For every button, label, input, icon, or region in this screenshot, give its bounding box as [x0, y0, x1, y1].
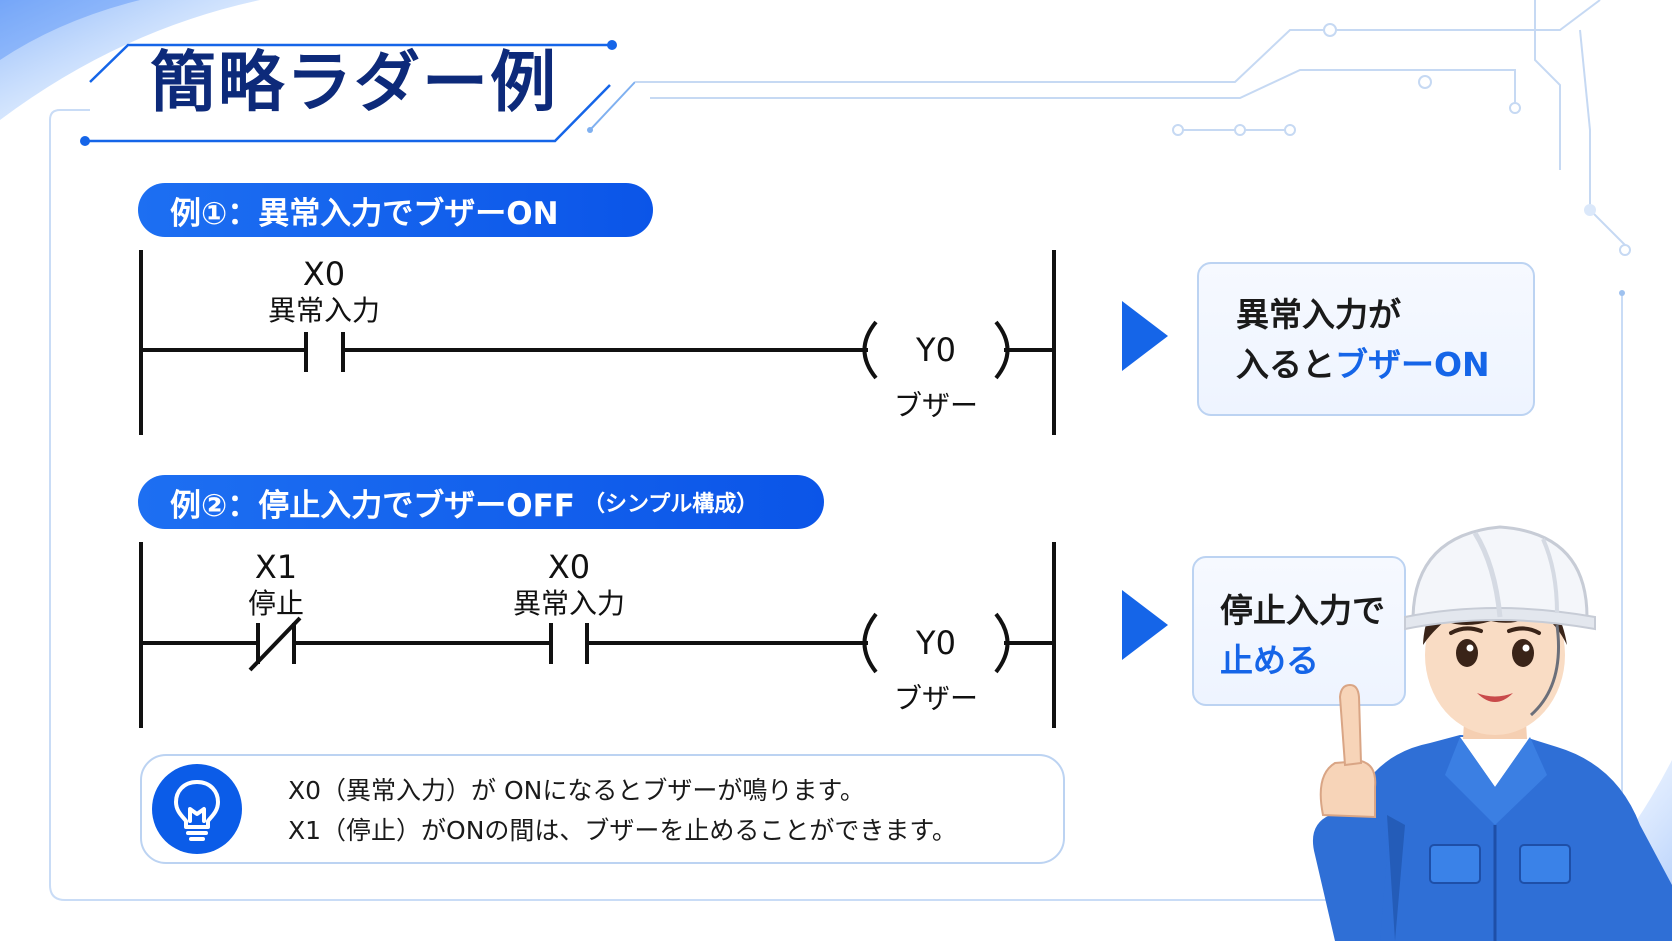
x1-contact-slash [248, 616, 302, 672]
example2-heading: 例②：停止入力でブザーOFF （シンプル構成） [138, 475, 824, 529]
lightbulb-icon-graphic [174, 780, 220, 841]
result1-arrow-icon [1122, 301, 1168, 371]
result2-text: 停止入力で 止める [1220, 586, 1385, 685]
mascot-illustration [1312, 525, 1672, 941]
result2-highlight: 止める [1220, 640, 1319, 680]
x0-address: X0 [302, 255, 346, 293]
x1-name: 停止 [247, 587, 304, 620]
result1-line1: 異常入力が [1236, 295, 1401, 334]
result2-line1: 停止入力で [1220, 591, 1385, 630]
note-line2: X1（停止）がONの間は、ブザーを止めることができます。 [288, 816, 957, 845]
page-title: 簡略ラダー例 [150, 44, 558, 121]
result1-highlight: ブザーON [1335, 344, 1490, 384]
result1-box: 異常入力が 入るとブザーON [1197, 262, 1535, 416]
y0-name: ブザー [893, 389, 978, 422]
result1-text: 異常入力が 入るとブザーON [1236, 290, 1490, 389]
result1-line2: 入るとブザーON [1236, 340, 1490, 390]
x0b-address: X0 [547, 548, 591, 586]
example2-heading-text: 例②：停止入力でブザーOFF [170, 487, 575, 524]
rung1-coil-left-arc [862, 320, 878, 380]
note-line1: X0（異常入力）が ONになるとブザーが鳴ります。 [288, 776, 865, 805]
y0-address: Y0 [916, 331, 956, 369]
result1-line2-prefix: 入ると [1236, 344, 1335, 384]
result2-box: 停止入力で 止める [1192, 556, 1406, 706]
lightbulb-icon [152, 764, 242, 854]
note-box [140, 754, 1065, 864]
x1-address: X1 [254, 548, 298, 586]
x0-name: 異常入力 [267, 294, 380, 327]
x0b-name: 異常入力 [512, 587, 625, 620]
example2-heading-note: （シンプル構成） [582, 492, 759, 517]
rung2-coil-left-arc [862, 612, 878, 674]
y0b-name: ブザー [893, 682, 978, 715]
y0b-address: Y0 [916, 624, 956, 662]
result2-arrow-icon [1122, 590, 1168, 660]
example1-heading-text: 例①：異常入力でブザーON [170, 195, 559, 232]
example1-heading: 例①：異常入力でブザーON [138, 183, 653, 237]
